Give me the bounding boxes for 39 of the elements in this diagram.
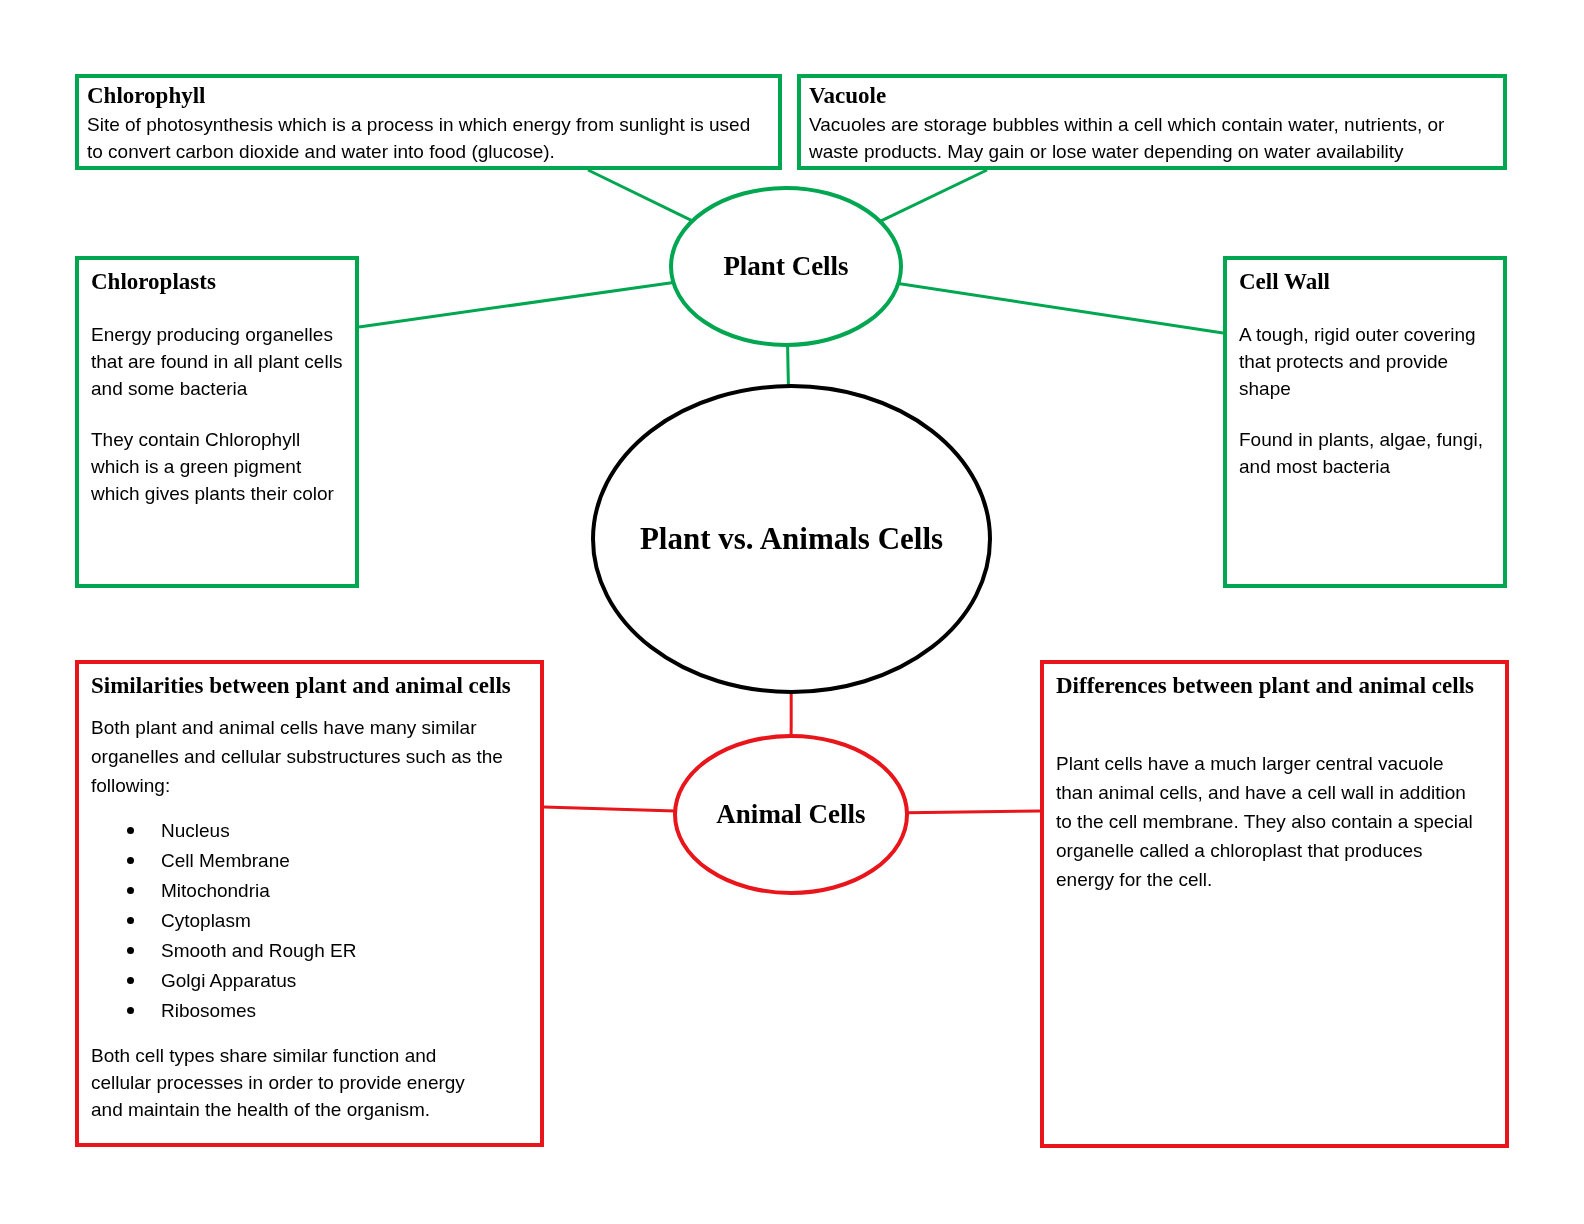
connector-line bbox=[879, 168, 988, 223]
box-heading: Chlorophyll bbox=[87, 82, 207, 110]
list-item: Nucleus bbox=[161, 818, 230, 843]
box-heading: Differences between plant and animal cells bbox=[1056, 672, 1475, 700]
box-text: Site of photosynthesis which is a process in which energy from sunlight is used to convert carbon dioxide and water into food (glucose). bbox=[87, 112, 752, 164]
box-text: Energy producing organelles that are found in all plant cells and some bacteria bbox=[91, 322, 343, 401]
list-item: Golgi Apparatus bbox=[161, 968, 297, 993]
oval-node bbox=[669, 186, 903, 347]
connector-line bbox=[789, 692, 793, 736]
oval-label: Animal Cells bbox=[716, 798, 866, 832]
info-box bbox=[75, 256, 359, 588]
box-heading: Cell Wall bbox=[1239, 268, 1331, 296]
oval-node bbox=[591, 384, 992, 694]
info-box bbox=[1223, 256, 1507, 588]
box-text: Both cell types share similar function and cellular processes in order to provide energy and maintain the health of the organism. bbox=[91, 1043, 466, 1122]
info-box bbox=[75, 660, 544, 1147]
oval-node bbox=[673, 734, 909, 895]
box-text: Vacuoles are storage bubbles within a cell which contain water, nutrients, or waste products. May gain or lose water depending on water availability bbox=[809, 112, 1446, 164]
connector-line bbox=[898, 282, 1224, 335]
list-item: Ribosomes bbox=[161, 998, 257, 1023]
connector-line bbox=[587, 168, 694, 223]
list-item: Smooth and Rough ER bbox=[161, 938, 357, 963]
connector-line bbox=[786, 344, 790, 387]
oval-label: Plant Cells bbox=[723, 250, 849, 284]
info-box bbox=[1040, 660, 1509, 1148]
box-text: They contain Chlorophyll which is a green pigment which gives plants their color bbox=[91, 427, 335, 506]
box-text: Found in plants, algae, fungi, and most bacteria bbox=[1239, 427, 1484, 479]
box-heading: Similarities between plant and animal cells bbox=[91, 672, 512, 700]
box-heading: Vacuole bbox=[809, 82, 888, 110]
oval-label: Plant vs. Animals Cells bbox=[639, 519, 944, 558]
info-box bbox=[797, 74, 1507, 170]
box-heading: Chloroplasts bbox=[91, 268, 217, 296]
box-text: A tough, rigid outer covering that protects and provide shape bbox=[1239, 322, 1477, 401]
list-item: Cell Membrane bbox=[161, 848, 290, 873]
list-item: Cytoplasm bbox=[161, 908, 251, 933]
info-box bbox=[75, 74, 782, 170]
box-text: Both plant and animal cells have many similar organelles and cellular substructures such as the following: bbox=[91, 715, 504, 798]
box-text: Plant cells have a much larger central vacuole than animal cells, and have a cell wall in addition to the cell membrane. They also contain a special organelle called a chloroplast that produces energy for the cell. bbox=[1056, 751, 1474, 892]
list-item: Mitochondria bbox=[161, 878, 270, 903]
